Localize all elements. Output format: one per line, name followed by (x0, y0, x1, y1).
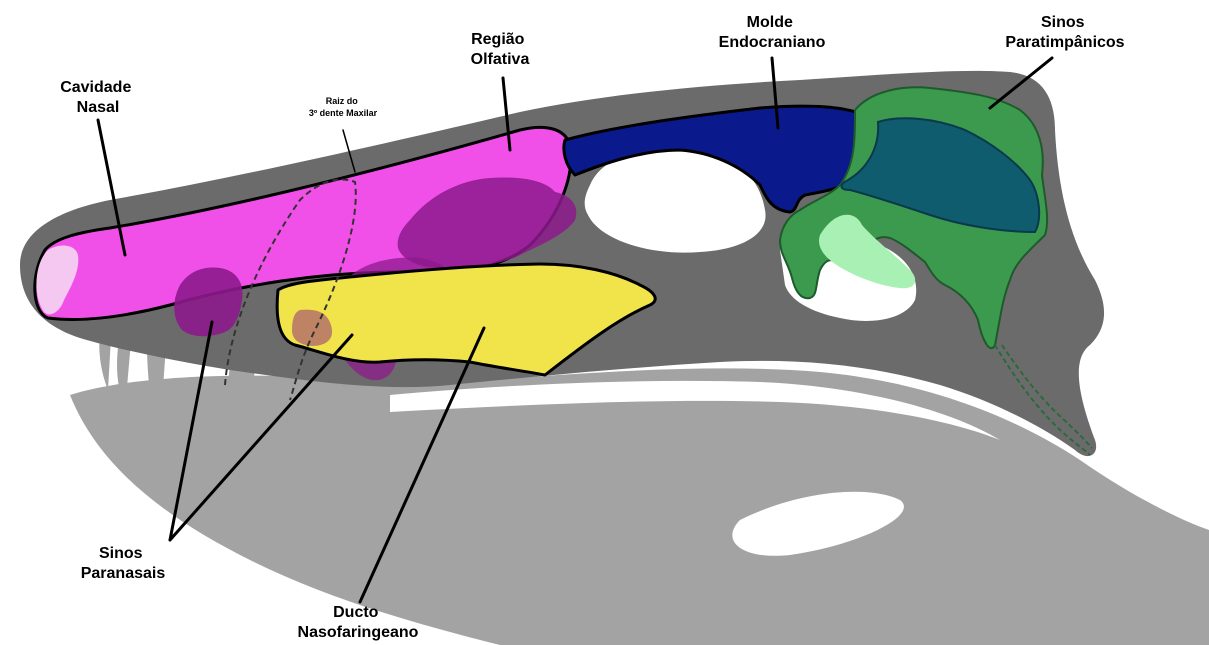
label-cavidade-nasal-line2: Nasal (77, 99, 120, 116)
label-sinos-paranasais: Sinos Paranasais (81, 545, 166, 582)
label-sinos-paranasais-line1: Sinos (99, 545, 143, 562)
label-ducto-line1: Ducto (333, 604, 379, 621)
label-raiz-dente-line2: 3º dente Maxilar (309, 108, 378, 118)
label-molde-endocraniano-line1: Molde (747, 14, 793, 31)
label-ducto-line2: Nasofaringeano (298, 624, 419, 641)
label-sinos-paratimpanicos-line2: Paratimpânicos (1005, 34, 1124, 51)
label-cavidade-nasal: Cavidade Nasal (60, 79, 136, 116)
label-raiz-dente-line1: Raiz do (326, 96, 359, 106)
label-regiao-olfativa-line2: Olfativa (471, 51, 530, 68)
label-molde-endocraniano: Molde Endocraniano (719, 14, 826, 51)
label-raiz-dente: Raiz do 3º dente Maxilar (309, 96, 378, 118)
label-regiao-olfativa-line1: Região (471, 31, 525, 48)
label-cavidade-nasal-line1: Cavidade (60, 79, 131, 96)
label-sinos-paratimpanicos: Sinos Paratimpânicos (1005, 14, 1124, 51)
label-molde-endocraniano-line2: Endocraniano (719, 34, 826, 51)
label-sinos-paratimpanicos-line1: Sinos (1041, 14, 1085, 31)
label-sinos-paranasais-line2: Paranasais (81, 565, 166, 582)
label-regiao-olfativa: Região Olfativa (471, 31, 530, 68)
